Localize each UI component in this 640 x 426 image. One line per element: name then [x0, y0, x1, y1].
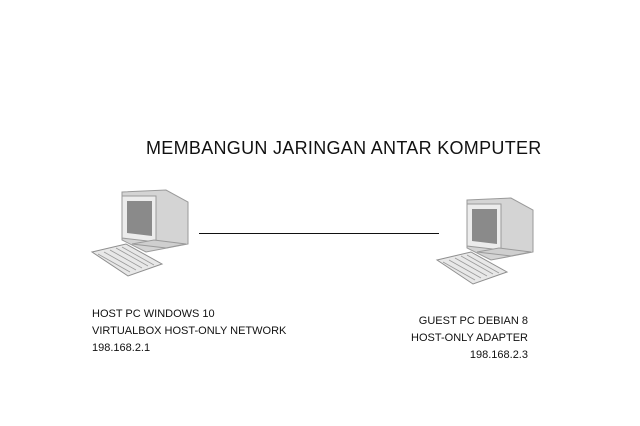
host-pc-name: HOST PC WINDOWS 10 — [92, 308, 215, 320]
host-ip-address: 198.168.2.1 — [92, 342, 151, 354]
network-link-line — [199, 233, 439, 234]
guest-adapter-name: HOST-ONLY ADAPTER — [411, 332, 528, 344]
host-network-name: VIRTUALBOX HOST-ONLY NETWORK — [92, 325, 287, 337]
guest-pc-label: GUEST PC DEBIAN 8 HOST-ONLY ADAPTER 198.… — [395, 313, 528, 364]
host-computer-icon — [88, 188, 198, 284]
host-pc-label: HOST PC WINDOWS 10 VIRTUALBOX HOST-ONLY … — [92, 306, 286, 357]
diagram-title: MEMBANGUN JARINGAN ANTAR KOMPUTER — [146, 138, 542, 158]
guest-computer-icon — [433, 196, 543, 292]
guest-pc-name: GUEST PC DEBIAN 8 — [418, 315, 528, 327]
guest-ip-address: 198.168.2.3 — [469, 349, 528, 361]
